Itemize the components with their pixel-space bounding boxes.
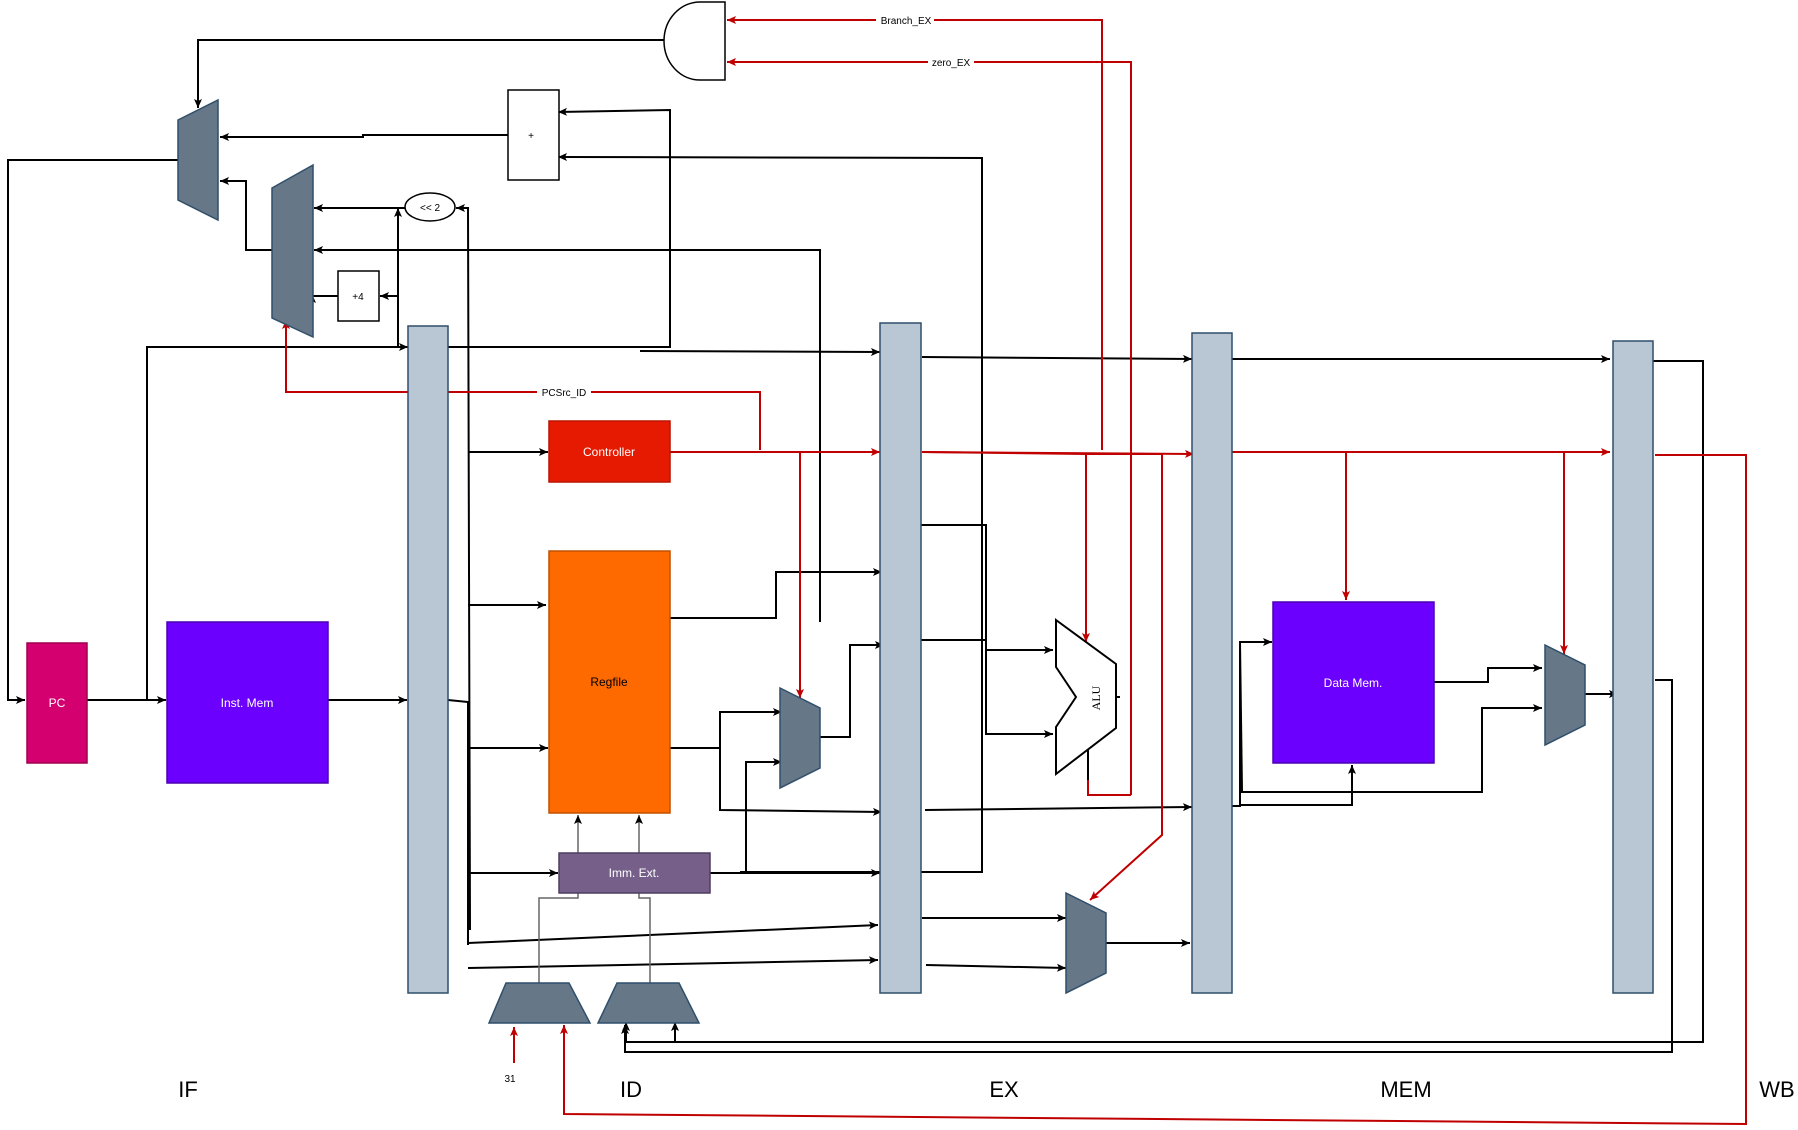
wire-pcmux-to-pc <box>7 159 178 704</box>
reg-addr-mux-right <box>596 982 701 1024</box>
wire-imm-to-fwdmux <box>710 758 782 874</box>
wire-wb-reg-loop <box>621 679 1673 1053</box>
ex-mem-register <box>1191 332 1233 994</box>
wire-exmem-to-wbmux <box>1239 641 1542 793</box>
pcsrc-id-label: PCSrc_ID <box>542 388 586 399</box>
regaddr-wires <box>538 815 651 985</box>
plus4-adder <box>337 270 380 322</box>
wire-pc-to-idex <box>639 347 881 356</box>
stage-id-label: ID <box>620 1077 642 1102</box>
wire-branch-ex <box>727 16 1103 450</box>
shift-left-2 <box>404 192 456 222</box>
wire-idex-to-alu-b <box>920 639 1053 654</box>
wire-rd2-to-idex <box>719 748 883 816</box>
regfile-label: Regfile <box>590 675 628 689</box>
wire-regfile-to-mux2 <box>314 246 821 622</box>
wire-idex-to-exmem-rd2 <box>924 803 1193 812</box>
wire-adder-to-pcmux <box>220 133 508 141</box>
inst-mem-label: Inst. Mem <box>221 696 274 710</box>
wire-wb-reg-arrow <box>671 1022 1672 1043</box>
shift-left-2-label: << 2 <box>420 203 440 214</box>
wire-ifid-instr <box>447 699 469 945</box>
branch-adder <box>507 89 560 181</box>
wire-exmem-to-dmem-addr <box>1232 638 1272 807</box>
zero-ex-label-bg <box>928 56 974 69</box>
imm-ext-label: Imm. Ext. <box>609 866 660 880</box>
mem-wb-register <box>1612 340 1654 994</box>
data-memory <box>1272 601 1435 764</box>
wire-idex-to-alu-a <box>920 524 1053 738</box>
plus4-adder-label: +4 <box>352 292 364 303</box>
data-mem-label: Data Mem. <box>1324 676 1383 690</box>
alu <box>1055 618 1117 777</box>
wire-mux-wa-to-rf <box>635 815 651 985</box>
wire-idex-to-dstmux-ctrl <box>1086 453 1163 901</box>
wire-pc-to-ifid <box>146 343 408 700</box>
wire-zero-ex <box>727 58 1132 795</box>
branch-adder-label: + <box>528 131 534 142</box>
wire-instr-rd-to-idex <box>467 956 879 969</box>
id-ex-register <box>879 322 922 994</box>
wire-exmem-to-dmem-wd <box>1232 765 1356 807</box>
wire-idex-to-dstmux-b <box>925 963 1067 972</box>
control-wires <box>282 16 1747 1126</box>
ex-dest-mux <box>1065 891 1107 995</box>
register-file <box>548 550 671 814</box>
wire-pc-to-adder <box>398 107 671 348</box>
const-31-label: 31 <box>504 1074 516 1085</box>
wire-mux2-to-pcmux <box>220 177 272 251</box>
branch-jump-mux <box>271 163 314 339</box>
stage-wb-label: WB <box>1759 1077 1794 1102</box>
data-wires <box>7 39 1704 1053</box>
stage-ex-label: EX <box>989 1077 1019 1102</box>
wire-rd2 <box>670 708 782 749</box>
and-gate <box>663 1 726 81</box>
wire-idex-to-exmem-top <box>921 354 1193 363</box>
pc-mux <box>177 98 219 222</box>
pc-label: PC <box>49 696 66 710</box>
wire-idex-to-alu-ctrl <box>921 451 1090 642</box>
id-forward-mux <box>779 686 821 790</box>
wire-pc4-to-mux2 <box>311 295 338 297</box>
controller <box>548 420 671 483</box>
branch-ex-label: Branch_EX <box>881 16 932 27</box>
branch-ex-label-bg <box>876 14 934 27</box>
stage-mem-label: MEM <box>1380 1077 1431 1102</box>
zero-ex-label: zero_EX <box>932 58 971 69</box>
wb-mux <box>1544 643 1586 747</box>
wire-dmem-to-wbmux <box>1433 664 1542 683</box>
wire-mux-ra-to-rf <box>538 815 582 985</box>
wire-alu-zero <box>1087 780 1131 796</box>
wire-rd1-to-idex <box>670 568 882 619</box>
pc-register <box>26 642 88 764</box>
wire-memwb-regwrite <box>560 454 1747 1126</box>
wire-fwdmux-to-idex <box>818 641 884 738</box>
immediate-extender <box>558 852 711 894</box>
alu-label: ALU <box>1089 685 1103 710</box>
wire-ifid-to-plus4 <box>380 292 399 347</box>
wire-and-to-pcmux <box>194 39 665 108</box>
if-id-register <box>407 325 449 994</box>
controller-label: Controller <box>583 445 635 459</box>
wire-imm-to-shl <box>456 204 471 931</box>
wire-pcsrc-id <box>282 320 761 450</box>
reg-addr-mux-left <box>487 982 592 1024</box>
instruction-memory <box>166 621 329 784</box>
stage-if-label: IF <box>178 1077 198 1102</box>
wire-instr-rt-to-idex <box>467 921 879 944</box>
pcsrc-id-label-bg <box>537 386 591 399</box>
